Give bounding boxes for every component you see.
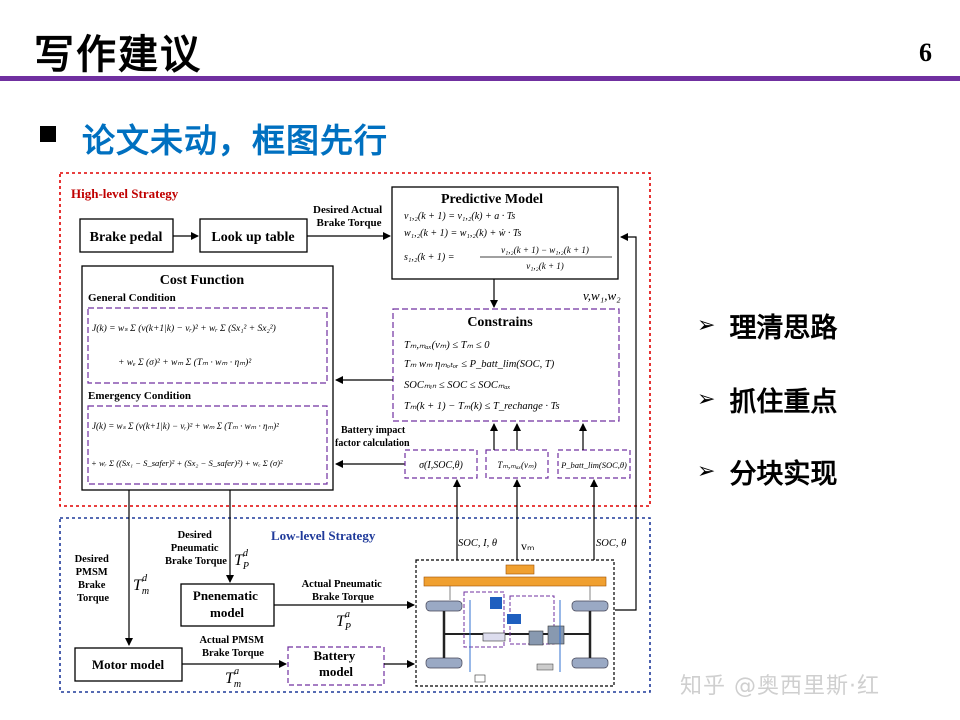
p-batt-box [557,449,631,479]
point-1: ➢ 理清思路 [697,306,837,345]
point-2: ➢ 抓住重点 [697,380,837,419]
watermark: 知乎 @奥西里斯·红 [680,674,880,699]
desired-pneumatic-label: Desired Pneumatic Brake Torque [165,530,227,567]
general-eq-2: + wₑ Σ (σ)² + wₘ Σ (Tₘ · wₘ · ηₘ)² [118,357,251,368]
state-label: v,w₁,w₂ [583,288,621,303]
constraint-2: Tₘ wₘ ηₘₒₜₒᵣ ≤ P_batt_lim(SOC, T) [404,359,555,370]
soc-theta-label: SOC, θ [596,538,626,549]
general-condition-label: General Condition [88,292,176,304]
point-3: ➢ 分块实现 [697,452,837,491]
constraint-4: Tₘ(k + 1) − Tₘ(k) ≤ T_rechange · Ts [404,401,560,412]
constraint-3: SOCₘᵢₙ ≤ SOC ≤ SOCₘₐₓ [404,380,511,391]
tp-actual: TPa [336,609,351,633]
brake-pedal-box [79,218,174,253]
soc-i-theta-label: SOC, I, θ [458,538,497,549]
desired-pmsm-label: Desired PMSM Brake Torque [75,554,112,604]
tm-max-box [485,449,549,479]
motor-model-box [74,647,183,682]
motor-model-label: Motor model [92,657,165,672]
tm-desired: Tmd [133,573,149,597]
pneumatic-model-box [180,583,275,627]
subheading: 论文未动，框图先行 [82,121,388,160]
high-level-label: High-level Strategy [71,186,179,201]
point-1-text: 理清思路 [729,313,838,344]
point-2-text: 抓住重点 [729,387,838,418]
battery-model-box [287,646,385,686]
title-divider [0,76,960,81]
actual-pneumatic-label: Actual Pneumatic Brake Torque [302,579,385,603]
page-number: 6 [919,38,932,67]
predictive-model-title: Predictive Model [441,192,543,207]
emergency-condition-label: Emergency Condition [88,390,191,402]
point-3-text: 分块实现 [729,459,838,490]
arrow-bullet-icon: ➢ [697,459,716,484]
vehicle-schematic-image [415,559,615,687]
actual-pmsm-label: Actual PMSM Brake Torque [199,635,266,659]
tm-actual: Tma [225,666,241,690]
sigma-label: σ(I,SOC,θ) [419,460,463,471]
predictive-eq-3-num: v₁,₂(k + 1) − w₁,₂(k + 1) [501,245,589,255]
tp-desired: TPd [234,548,249,572]
constraint-1: Tₘ,ₘₐₓ(vₘ) ≤ Tₘ ≤ 0 [404,340,490,351]
constrains-box [392,308,620,422]
low-level-region [59,517,651,693]
emergency-condition-box [87,405,328,485]
sigma-box [404,449,478,479]
slide-title: 写作建议 [34,32,202,78]
predictive-eq-2: w₁,₂(k + 1) = w₁,₂(k) + ẇ · Ts [404,228,522,239]
bullet-square-icon [40,126,56,142]
battery-impact-label: Battery impact factor calculation [335,425,410,449]
general-eq-1: J(k) = wₛ Σ (v(k+1|k) − vᵣ)² + wᵣ Σ (Sx₁… [92,323,276,334]
general-condition-box [87,307,328,384]
emergency-eq-2: + wᵣ Σ ((Sx₁ − S_safer)² + (Sx₂ − S_safe… [91,458,283,468]
arrow-bullet-icon: ➢ [697,387,716,412]
battery-model-label: Battery model [313,648,358,679]
tm-max-label: Tₘ,ₘₐₓ(vₘ) [497,460,536,470]
predictive-model-box [391,186,619,280]
cost-function-title: Cost Function [160,273,245,288]
p-batt-label: P_batt_lim(SOC,θ) [560,460,627,470]
brake-pedal-label: Brake pedal [90,230,163,245]
predictive-eq-3-den: v₁,₂(k + 1) [526,261,564,271]
arrow-bullet-icon: ➢ [697,313,716,338]
emergency-eq-1: J(k) = wₛ Σ (v(k+1|k) − vᵣ)² + wₘ Σ (Tₘ … [92,421,279,431]
constrains-title: Constrains [467,315,533,330]
look-up-table-label: Look up table [211,230,294,245]
high-level-region [59,172,651,507]
predictive-eq-3-lhs: s₁,₂(k + 1) = [404,252,454,263]
low-level-label: Low-level Strategy [271,528,376,543]
cost-function-box [81,265,334,491]
predictive-eq-1: v₁,₂(k + 1) = v₁,₂(k) + a · Ts [404,211,515,222]
pneumatic-model-label: Pnenematic model [193,588,261,620]
feedback-loop-line [615,233,637,611]
desired-actual-label: Desired Actual Brake Torque [313,204,385,229]
vm-label: vₘ [521,539,534,553]
